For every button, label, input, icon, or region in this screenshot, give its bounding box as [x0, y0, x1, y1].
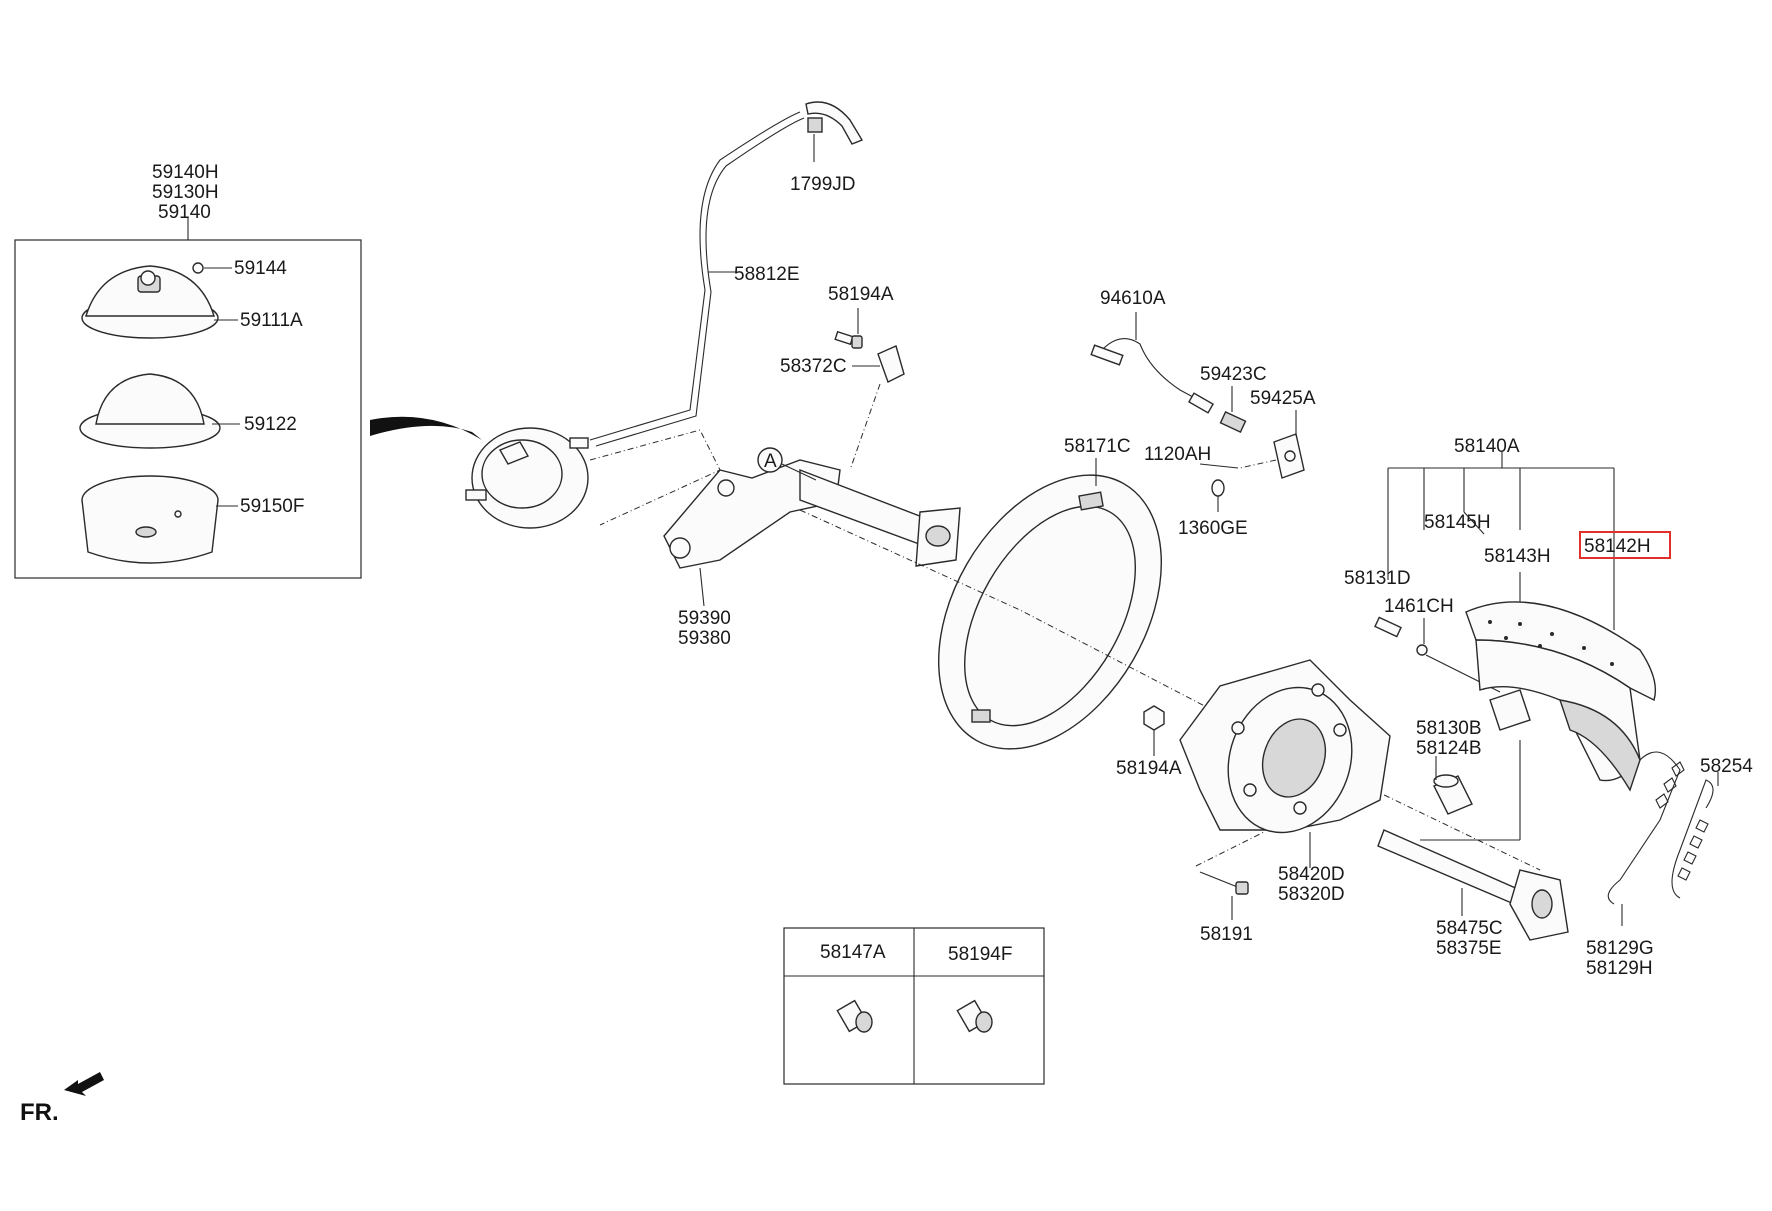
washer-part[interactable]: [1211, 479, 1225, 497]
label-58194F[interactable]: 58194F: [948, 944, 1012, 965]
brake-lining-part[interactable]: [1558, 699, 1641, 792]
bushing-f-part[interactable]: [956, 999, 993, 1033]
clamp-screw-part[interactable]: [192, 262, 204, 274]
chamber-cover-part[interactable]: [81, 265, 219, 339]
axle-bracket-part[interactable]: [663, 459, 961, 569]
label-58124B[interactable]: 58124B: [1416, 738, 1482, 759]
chamber-housing-part[interactable]: [81, 475, 219, 564]
diaphragm-part[interactable]: [79, 373, 221, 449]
label-58131D[interactable]: 58131D: [1344, 568, 1411, 589]
return-spring-part[interactable]: [1607, 751, 1685, 905]
front-direction-arrow-icon: [64, 1072, 104, 1096]
label-58130B[interactable]: 58130B: [1416, 718, 1482, 739]
brake-chamber-part[interactable]: [465, 427, 589, 529]
reference-marker-a: [757, 447, 783, 473]
dust-shield-part[interactable]: [893, 436, 1207, 788]
label-59144[interactable]: 59144: [234, 258, 287, 279]
highlight-58142H-box: [1579, 531, 1671, 559]
label-58129G[interactable]: 58129G: [1586, 938, 1654, 959]
label-58171C[interactable]: 58171C: [1064, 436, 1131, 457]
label-front: FR.: [20, 1099, 59, 1126]
brake-hose-part[interactable]: [589, 111, 805, 447]
label-1461CH[interactable]: 1461CH: [1384, 596, 1454, 617]
label-94610A[interactable]: 94610A: [1100, 288, 1166, 309]
shoe-assembly-leaders: [1387, 452, 1615, 841]
label-58320D[interactable]: 58320D: [1278, 884, 1345, 905]
label-1360GE[interactable]: 1360GE: [1178, 518, 1248, 539]
abs-sensor-part[interactable]: [1090, 338, 1214, 414]
retaining-spring-part[interactable]: [1671, 779, 1714, 899]
label-1799JD[interactable]: 1799JD: [790, 174, 856, 195]
sensor-sleeve-part[interactable]: [1219, 410, 1247, 434]
label-58420D[interactable]: 58420D: [1278, 864, 1345, 885]
label-59390[interactable]: 59390: [678, 608, 731, 629]
nut-part[interactable]: [1143, 705, 1165, 731]
label-59140[interactable]: 59140: [158, 202, 211, 223]
label-58812E[interactable]: 58812E: [734, 264, 800, 285]
label-59122[interactable]: 59122: [244, 414, 297, 435]
label-58191[interactable]: 58191: [1200, 924, 1253, 945]
camshaft-part[interactable]: [1377, 829, 1569, 941]
bushing-a-part[interactable]: [836, 999, 873, 1033]
assembly-pointer-arrow: [370, 416, 482, 440]
label-58142H[interactable]: 58142H: [1584, 536, 1651, 557]
label-58147A[interactable]: 58147A: [820, 942, 886, 963]
label-59140H[interactable]: 59140H: [152, 162, 219, 183]
label-59380[interactable]: 59380: [678, 628, 731, 649]
label-59423C[interactable]: 59423C: [1200, 364, 1267, 385]
sensor-holder-part[interactable]: [1273, 433, 1305, 479]
camshaft-bushing-part[interactable]: [1433, 774, 1473, 815]
label-58375E[interactable]: 58375E: [1436, 938, 1502, 959]
brake-chamber-kit-group: [14, 218, 362, 579]
hose-bracket-part[interactable]: [877, 345, 905, 383]
label-59130H[interactable]: 59130H: [152, 182, 219, 203]
spider-bolt-part[interactable]: [1199, 871, 1249, 895]
brake-spider-part[interactable]: [1179, 659, 1391, 850]
label-59150F[interactable]: 59150F: [240, 496, 304, 517]
label-1120AH[interactable]: 1120AH: [1144, 444, 1211, 465]
label-59425A[interactable]: 59425A: [1250, 388, 1316, 409]
label-A: A: [764, 451, 777, 472]
label-58143H[interactable]: 58143H: [1484, 546, 1551, 567]
label-58254[interactable]: 58254: [1700, 756, 1753, 777]
anchor-pin-part[interactable]: [1374, 616, 1402, 638]
label-58372C[interactable]: 58372C: [780, 356, 847, 377]
label-58194A-top[interactable]: 58194A: [828, 284, 894, 305]
label-58140A[interactable]: 58140A: [1454, 436, 1520, 457]
label-58129H[interactable]: 58129H: [1586, 958, 1653, 979]
label-58145H[interactable]: 58145H: [1424, 512, 1491, 533]
bushing-options-table: [783, 927, 1045, 1085]
rivet-part[interactable]: [1416, 644, 1428, 656]
label-58475C[interactable]: 58475C: [1436, 918, 1503, 939]
bolt-part[interactable]: [834, 330, 863, 349]
label-59111A[interactable]: 59111A: [240, 310, 303, 331]
hose-clip-part[interactable]: [805, 101, 864, 145]
label-58194A-mid[interactable]: 58194A: [1116, 758, 1182, 779]
